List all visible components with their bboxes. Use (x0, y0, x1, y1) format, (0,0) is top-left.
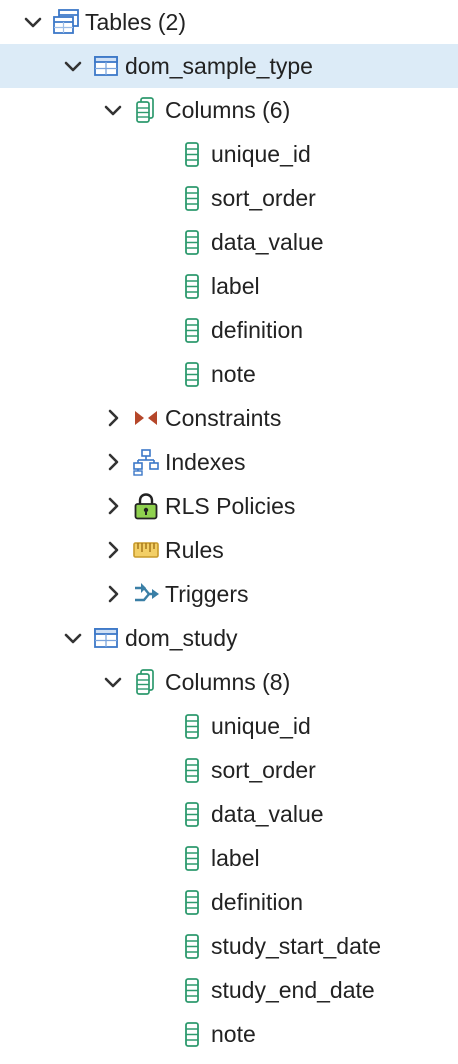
chevron-right-icon[interactable] (102, 451, 124, 473)
tree-node-label: Columns (6) (165, 97, 291, 123)
tree-node-label: data_value (211, 801, 324, 827)
tree-node-column[interactable]: data_value (0, 220, 458, 264)
chevron-right-icon[interactable] (102, 407, 124, 429)
column-icon (178, 272, 206, 300)
column-icon (178, 976, 206, 1004)
tree-node-columns[interactable]: Columns (8) (0, 660, 458, 704)
tree-node-column[interactable]: sort_order (0, 176, 458, 220)
tree-node-column[interactable]: data_value (0, 792, 458, 836)
table-icon (92, 624, 120, 652)
tree-node-label: unique_id (211, 713, 311, 739)
tree-node-column[interactable]: label (0, 836, 458, 880)
tree-node-label: Tables (2) (85, 9, 186, 35)
column-icon (178, 800, 206, 828)
tree-node-columns[interactable]: Columns (6) (0, 88, 458, 132)
column-icon (178, 844, 206, 872)
chevron-down-icon[interactable] (102, 99, 124, 121)
lock-icon (132, 492, 160, 520)
tree-node-column[interactable]: definition (0, 880, 458, 924)
tree-node-label: study_end_date (211, 977, 375, 1003)
tree-node-column[interactable]: study_end_date (0, 968, 458, 1012)
chevron-down-icon[interactable] (102, 671, 124, 693)
tree-node-label: note (211, 1021, 256, 1047)
tree-node-indexes[interactable]: Indexes (0, 440, 458, 484)
column-icon (178, 184, 206, 212)
column-icon (178, 888, 206, 916)
column-icon (178, 140, 206, 168)
triggers-icon (132, 580, 160, 608)
tree-node-triggers[interactable]: Triggers (0, 572, 458, 616)
column-icon (178, 316, 206, 344)
column-icon (178, 1020, 206, 1048)
tree-node-column[interactable]: note (0, 352, 458, 396)
tree-node-label: dom_study (125, 625, 238, 651)
tree-node-label: data_value (211, 229, 324, 255)
tree-node-label: Constraints (165, 405, 282, 431)
column-icon (178, 360, 206, 388)
columns-icon (132, 96, 160, 124)
tree-node-label: RLS Policies (165, 493, 296, 519)
constraints-icon (132, 404, 160, 432)
tree-node-label: sort_order (211, 757, 316, 783)
tree-node-label: definition (211, 889, 304, 915)
tree-node-label: study_start_date (211, 933, 382, 959)
chevron-down-icon[interactable] (62, 55, 84, 77)
tree-node-column[interactable]: definition (0, 308, 458, 352)
tree-node-label: label (211, 845, 260, 871)
tree-node-constraints[interactable]: Constraints (0, 396, 458, 440)
tree-node-table-dom-study[interactable]: dom_study (0, 616, 458, 660)
columns-icon (132, 668, 160, 696)
chevron-right-icon[interactable] (102, 583, 124, 605)
chevron-down-icon[interactable] (22, 11, 44, 33)
tree-node-tables[interactable]: Tables (2) (0, 0, 458, 44)
tree-node-label: Rules (165, 537, 224, 563)
tree-node-rules[interactable]: Rules (0, 528, 458, 572)
tree-node-label: dom_sample_type (125, 53, 313, 79)
tree-node-label: note (211, 361, 256, 387)
tree-node-label: Triggers (165, 581, 249, 607)
tree-node-label: unique_id (211, 141, 311, 167)
tree-node-rls-policies[interactable]: RLS Policies (0, 484, 458, 528)
chevron-down-icon[interactable] (62, 627, 84, 649)
tree-node-column[interactable]: label (0, 264, 458, 308)
indexes-icon (132, 448, 160, 476)
tree-node-column[interactable]: note (0, 1012, 458, 1056)
column-icon (178, 756, 206, 784)
rules-icon (132, 536, 160, 564)
column-icon (178, 932, 206, 960)
tree-node-label: label (211, 273, 260, 299)
tree-node-column[interactable]: sort_order (0, 748, 458, 792)
column-icon (178, 712, 206, 740)
tables-icon (52, 8, 80, 36)
tree-node-label: definition (211, 317, 304, 343)
tree-node-table-dom-sample-type[interactable]: dom_sample_type (0, 44, 458, 88)
column-icon (178, 228, 206, 256)
table-icon (92, 52, 120, 80)
tree-node-column[interactable]: unique_id (0, 132, 458, 176)
chevron-right-icon[interactable] (102, 539, 124, 561)
tree-node-label: sort_order (211, 185, 316, 211)
chevron-right-icon[interactable] (102, 495, 124, 517)
tree-node-column[interactable]: study_start_date (0, 924, 458, 968)
tree-node-label: Indexes (165, 449, 246, 475)
tree-node-label: Columns (8) (165, 669, 291, 695)
tree-node-column[interactable]: unique_id (0, 704, 458, 748)
